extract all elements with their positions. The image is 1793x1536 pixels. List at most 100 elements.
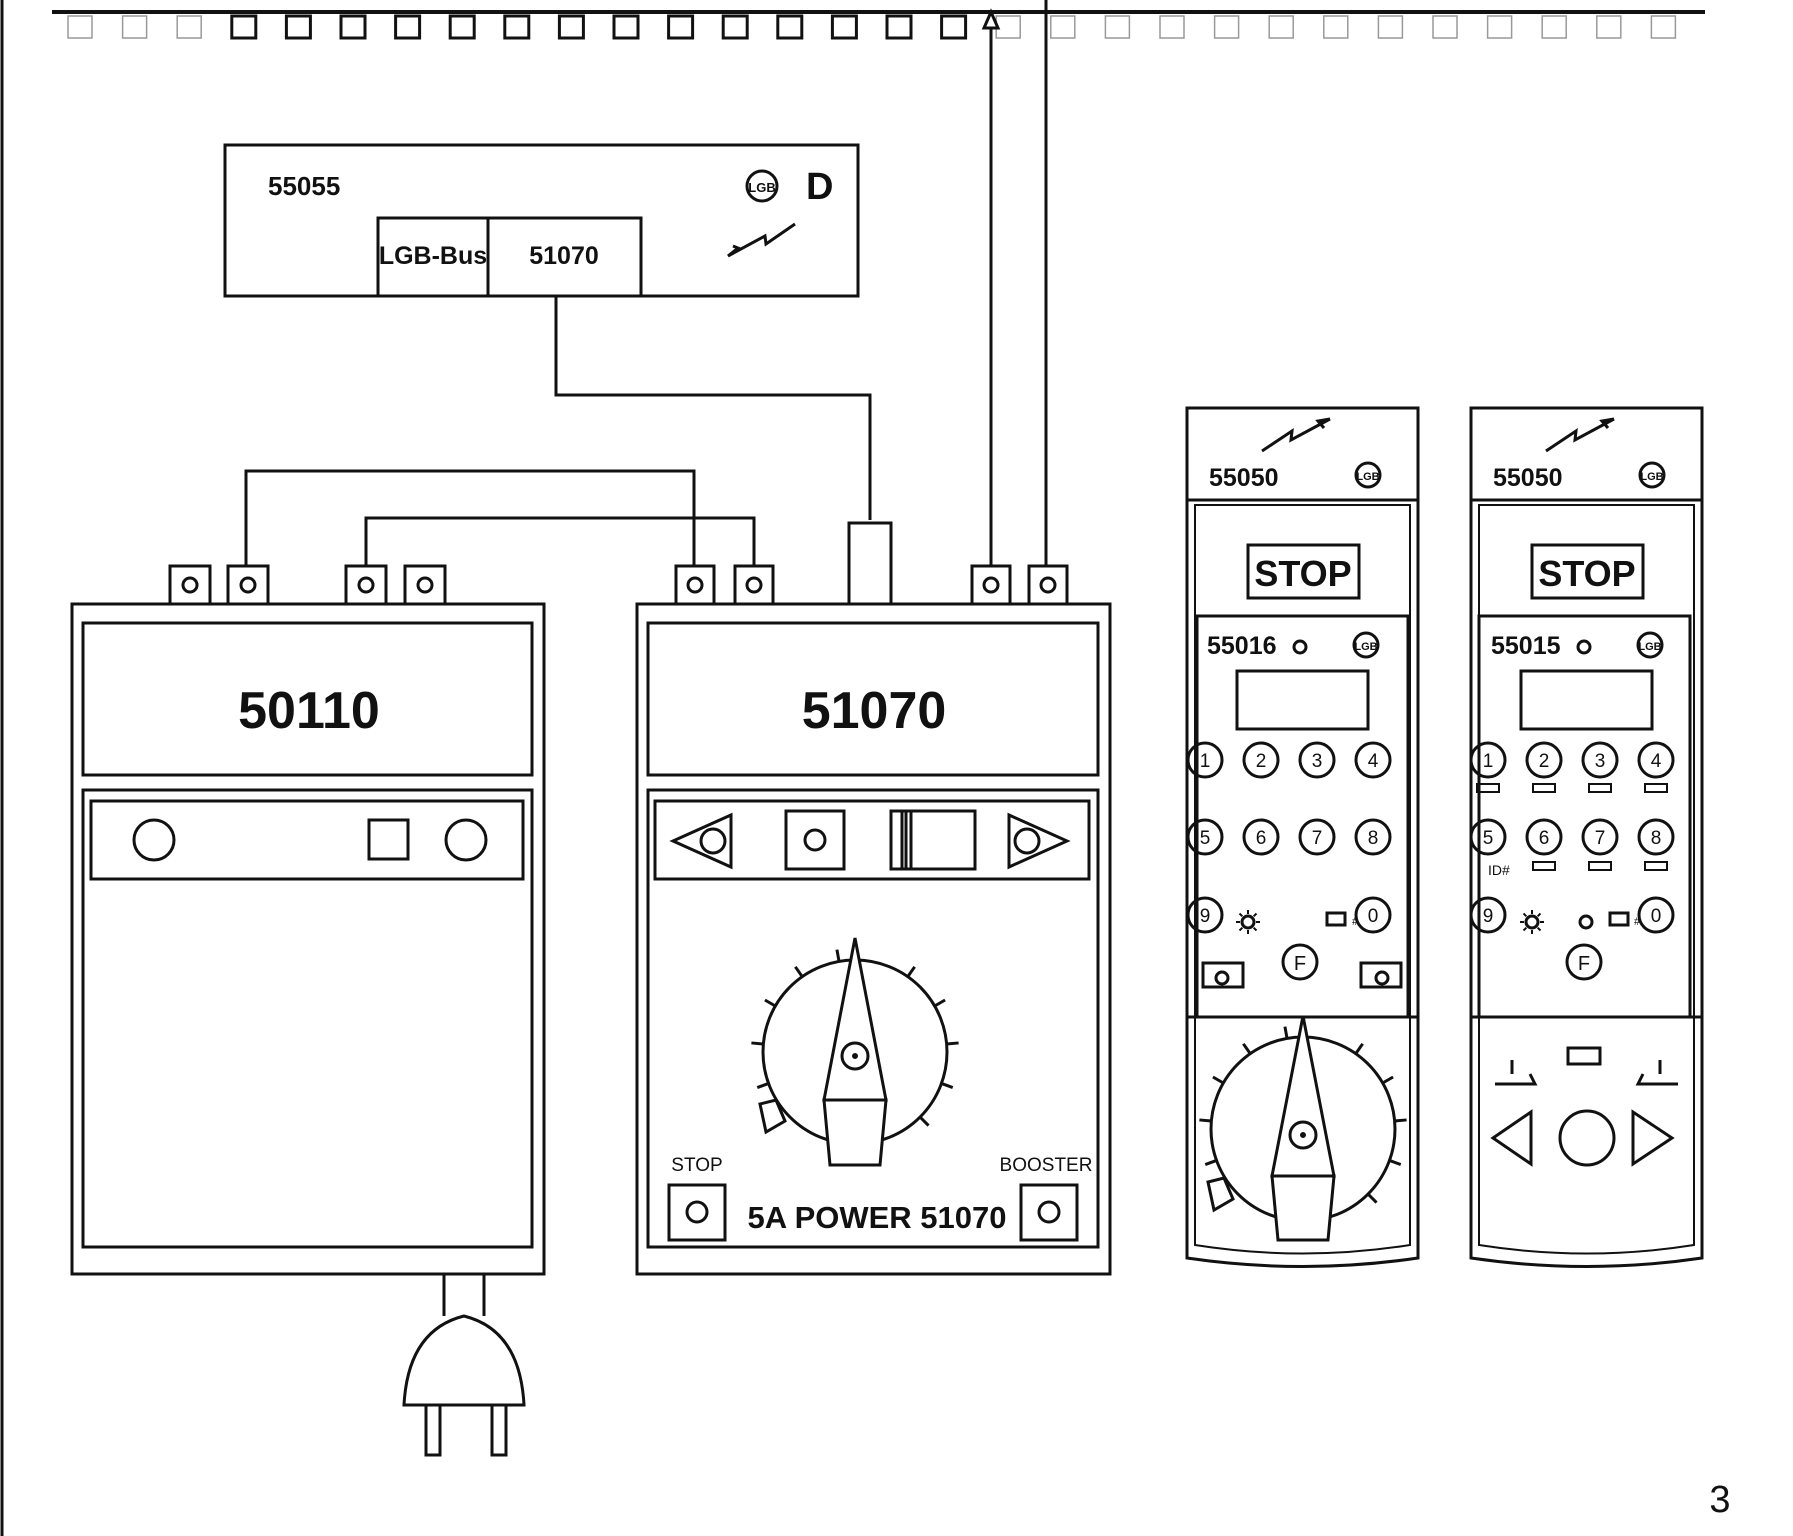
svg-text:4: 4 <box>1368 751 1379 772</box>
terminal-pair-a <box>168 564 270 606</box>
key-5[interactable]: 5 <box>1186 818 1224 856</box>
receiver-model: 55050 <box>1493 464 1563 492</box>
sleeper <box>1596 15 1622 39</box>
key-6[interactable]: 6 <box>1525 818 1563 856</box>
key-4[interactable]: 4 <box>1354 741 1392 779</box>
lgb-logo-icon: LGB <box>1636 631 1664 659</box>
indicator-light <box>132 818 176 862</box>
remote-display <box>1519 669 1654 731</box>
dial-knob-icon[interactable] <box>1199 1015 1407 1242</box>
dial-knob-icon[interactable] <box>751 937 959 1167</box>
arrow-right-icon[interactable] <box>1007 812 1071 870</box>
key-5[interactable]: 5 <box>1469 818 1507 856</box>
sleeper <box>667 14 695 40</box>
slot-51070: 51070 <box>529 242 599 270</box>
key-9[interactable]: 9 <box>1186 896 1224 934</box>
svg-text:#: # <box>1634 916 1641 928</box>
sleeper <box>121 15 148 39</box>
turnout-icon <box>1588 783 1612 793</box>
dial-tick <box>1388 1159 1402 1166</box>
arrow-right-icon[interactable] <box>1631 1109 1675 1167</box>
wires <box>244 0 1048 566</box>
dial-tick <box>933 998 946 1008</box>
switch-square[interactable] <box>367 818 410 861</box>
locomotive-icon: # <box>1608 911 1641 928</box>
booster-button[interactable] <box>1019 1183 1079 1242</box>
stop-button[interactable] <box>1530 543 1645 600</box>
sleeper <box>339 14 367 40</box>
svg-text:LGB: LGB <box>1640 471 1663 483</box>
key-6[interactable]: 6 <box>1242 818 1280 856</box>
key-7[interactable]: 7 <box>1298 818 1336 856</box>
interface-55055-model: 55055 <box>268 171 340 201</box>
arrow-left-icon[interactable] <box>1490 1109 1533 1167</box>
center-button[interactable] <box>784 809 846 871</box>
sleeper <box>1104 15 1131 39</box>
function-key[interactable]: F <box>1565 943 1603 981</box>
sleeper <box>557 14 585 40</box>
track <box>52 10 1705 40</box>
key-4[interactable]: 4 <box>1637 741 1675 779</box>
locomotive-icon <box>1566 1046 1602 1066</box>
key-9[interactable]: 9 <box>1469 896 1507 934</box>
sleeper <box>885 14 913 40</box>
svg-text:0: 0 <box>1368 906 1379 927</box>
svg-text:7: 7 <box>1595 828 1606 849</box>
booster-label: BOOSTER <box>1000 1155 1093 1176</box>
key-2[interactable]: 2 <box>1525 741 1563 779</box>
sleeper <box>448 14 476 40</box>
key-0[interactable]: 0 <box>1637 896 1675 934</box>
sleeper <box>176 15 202 39</box>
center-button[interactable] <box>1558 1109 1616 1167</box>
keypad: 1 2 3 4 5 6 7 8 9 0 <box>1186 741 1392 934</box>
direction-slider[interactable] <box>889 809 977 871</box>
stop-button[interactable] <box>667 1183 727 1242</box>
svg-text:LGB: LGB <box>1638 641 1661 653</box>
key-1[interactable]: 1 <box>1469 741 1507 779</box>
dial-tick <box>940 1082 954 1089</box>
key-0[interactable]: 0 <box>1354 896 1392 934</box>
key-1[interactable]: 1 <box>1186 741 1224 779</box>
svg-text:8: 8 <box>1368 828 1379 849</box>
transformer-model: 50110 <box>238 682 380 740</box>
svg-text:2: 2 <box>1256 751 1267 772</box>
function-key[interactable]: F <box>1281 943 1319 981</box>
dial-tick <box>1283 1026 1289 1039</box>
key-2[interactable]: 2 <box>1242 741 1280 779</box>
dial-tick <box>1381 1075 1394 1085</box>
svg-text:3: 3 <box>1595 751 1606 772</box>
sleeper <box>940 14 968 40</box>
dial-tick <box>946 1041 959 1046</box>
key-7[interactable]: 7 <box>1581 818 1619 856</box>
svg-text:5: 5 <box>1200 828 1211 849</box>
dial-tick <box>1366 1192 1378 1204</box>
svg-text:7: 7 <box>1312 828 1323 849</box>
dial-tick <box>794 965 804 978</box>
sleeper <box>1268 15 1294 39</box>
dial-ticks <box>751 949 959 1127</box>
lgb-logo-icon: LGB <box>1352 631 1380 659</box>
power-51070: 51070 STOP <box>635 521 1112 1276</box>
arrow-left-icon[interactable] <box>669 812 733 870</box>
svg-text:4: 4 <box>1651 751 1662 772</box>
dial-tick <box>1204 1159 1218 1166</box>
key-8[interactable]: 8 <box>1637 818 1675 856</box>
dial-tick <box>1212 1075 1225 1085</box>
interface-55055: 55055 LGB D LGB-Bus 51070 <box>223 143 860 298</box>
dial-tick <box>918 1115 930 1127</box>
sleeper <box>830 14 858 40</box>
svg-text:#: # <box>1352 916 1359 928</box>
key-8[interactable]: 8 <box>1354 818 1392 856</box>
key-3[interactable]: 3 <box>1298 741 1336 779</box>
svg-text:1: 1 <box>1200 751 1211 772</box>
dial-tick <box>1354 1042 1364 1055</box>
turnout-icon <box>1476 783 1500 793</box>
svg-text:2: 2 <box>1539 751 1550 772</box>
key-3[interactable]: 3 <box>1581 741 1619 779</box>
stop-button[interactable] <box>1246 543 1361 600</box>
svg-text:9: 9 <box>1483 906 1494 927</box>
turnout-icon <box>1635 1060 1678 1086</box>
